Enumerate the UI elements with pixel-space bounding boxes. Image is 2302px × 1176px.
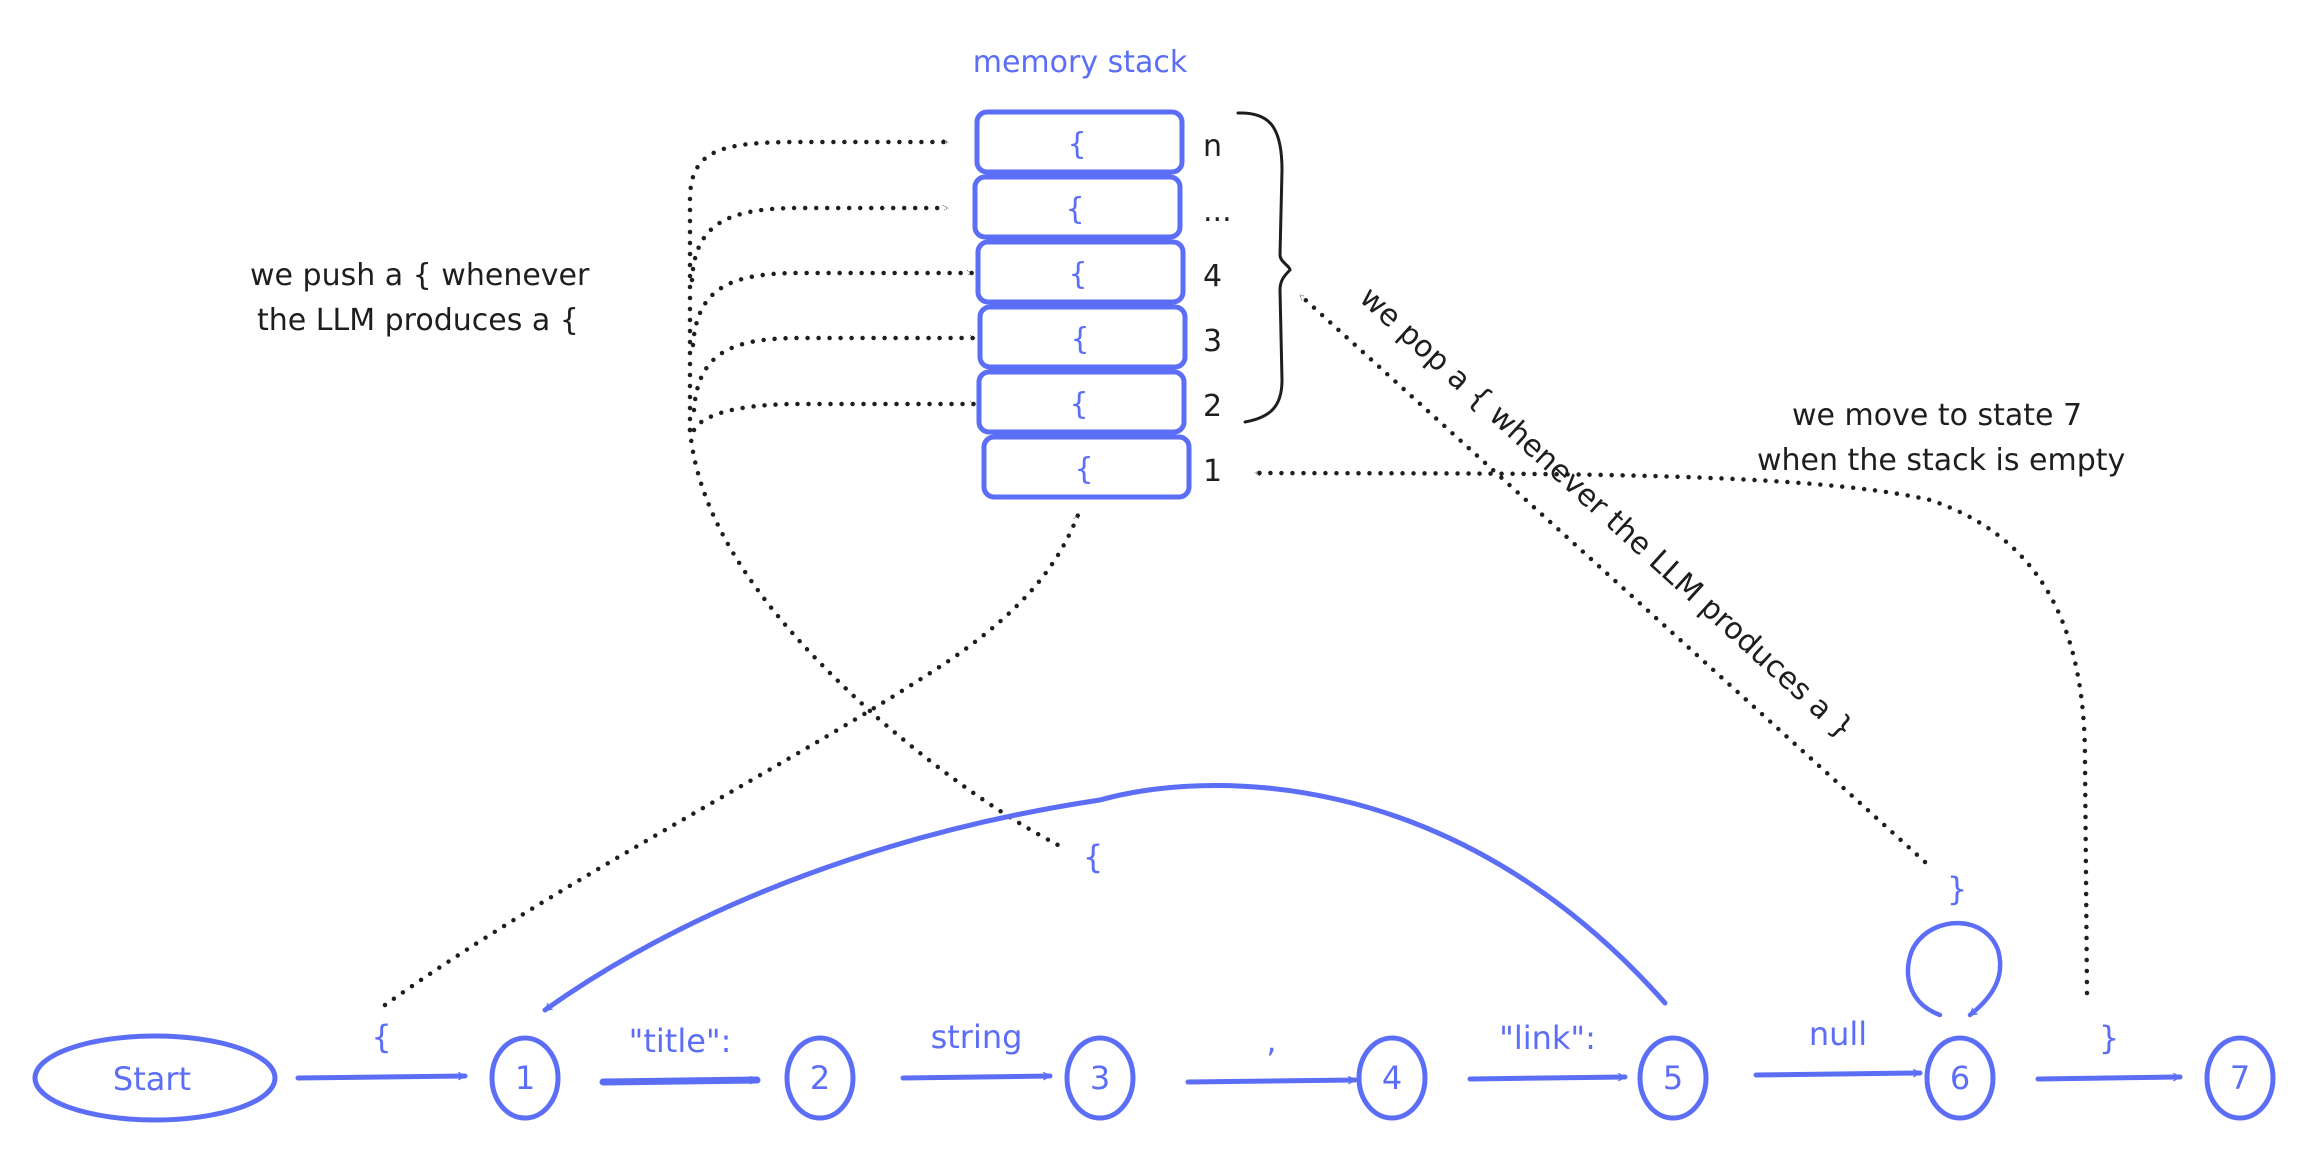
- state-label: 6: [1950, 1059, 1970, 1097]
- stack-slot: {...: [972, 174, 1232, 240]
- stack-slot: {3: [977, 304, 1222, 370]
- automaton: Start 1 2 3 4 5 6 7 { "title": string, "link": null…: [32, 1015, 2276, 1123]
- transition-arrow: [599, 1075, 761, 1086]
- transition-arrow: [295, 1071, 468, 1081]
- transition-arrow: [1753, 1068, 1923, 1078]
- state-label: 5: [1663, 1059, 1683, 1097]
- transition-2-to-3[interactable]: string: [900, 1018, 1053, 1081]
- state-3[interactable]: 3: [1064, 1035, 1136, 1121]
- empty-stack-arrow: [1252, 470, 2090, 996]
- transition-label: null: [1809, 1015, 1867, 1053]
- stack-slot: {2: [976, 369, 1222, 435]
- stack-slot-symbol: {: [1069, 387, 1088, 422]
- stack-slot-symbol: {: [1074, 452, 1093, 487]
- back-edge-label: {: [1083, 838, 1103, 876]
- transition-1-to-2[interactable]: "title":: [599, 1022, 761, 1086]
- transition-label: string: [931, 1018, 1023, 1056]
- stack-slot-symbol: {: [1065, 192, 1084, 227]
- push-arrow-ellipsis: [689, 205, 951, 283]
- empty-annotation-line1: we move to state 7: [1792, 398, 2082, 433]
- state-2[interactable]: 2: [784, 1035, 856, 1121]
- start-label: Start: [113, 1060, 191, 1098]
- transition-start-to-1[interactable]: {: [295, 1018, 468, 1081]
- stack-slot: {1: [981, 434, 1222, 500]
- state-circle: [489, 1035, 561, 1121]
- state-label: 2: [810, 1059, 830, 1097]
- self-loop-label: }: [1947, 870, 1967, 908]
- stack-slot-symbol: {: [1070, 322, 1089, 357]
- transition-label: "link":: [1499, 1019, 1596, 1057]
- stack-slot-index: n: [1203, 129, 1222, 164]
- push-arrow-n: [687, 139, 951, 433]
- state-label: 4: [1382, 1059, 1402, 1097]
- transition-label: ,: [1266, 1022, 1276, 1060]
- push-arrow-4: [690, 270, 975, 348]
- state-circle: [784, 1035, 856, 1121]
- state-circle: [1064, 1035, 1136, 1121]
- stack-slot: {n: [974, 109, 1222, 175]
- transition-label: {: [371, 1018, 391, 1056]
- state-1[interactable]: 1: [489, 1035, 561, 1121]
- state-6[interactable]: 6: [1924, 1035, 1996, 1121]
- stack-slot-index: 2: [1203, 389, 1222, 424]
- transition-label: }: [2099, 1019, 2119, 1057]
- state-circle: [1637, 1035, 1709, 1121]
- stack-slot-box: [972, 174, 1183, 240]
- push-arrow-2: [691, 401, 978, 433]
- state-label: 1: [515, 1059, 535, 1097]
- stack-slot-box: [975, 239, 1186, 305]
- transition-arrow: [1467, 1072, 1628, 1082]
- empty-annotation-line2: when the stack is empty: [1757, 443, 2125, 478]
- first-push-arrow: [382, 512, 1081, 1008]
- stack-slot-box: [981, 434, 1192, 500]
- stack-slot-symbol: {: [1068, 257, 1087, 292]
- transition-3-to-4[interactable]: ,: [1185, 1022, 1358, 1085]
- stack-slot-index: 1: [1203, 454, 1222, 489]
- transition-arrow: [1185, 1075, 1358, 1085]
- stack-slot-index: ...: [1203, 194, 1232, 229]
- stack-slot-symbol: {: [1067, 127, 1086, 162]
- stack-slot-index: 3: [1203, 324, 1222, 359]
- stack-slot-index: 4: [1203, 259, 1222, 294]
- state-circle: [1356, 1035, 1428, 1121]
- stack-brace: [1236, 111, 1292, 424]
- self-loop-6[interactable]: [1905, 920, 2003, 1018]
- state-4[interactable]: 4: [1356, 1035, 1428, 1121]
- state-label: 3: [1090, 1059, 1110, 1097]
- pop-annotation: we pop a { whenever the LLM produces a }: [1353, 280, 1861, 746]
- back-edge-5-to-1[interactable]: [542, 783, 1668, 1013]
- push-arrow-3: [691, 335, 978, 413]
- state-5[interactable]: 5: [1637, 1035, 1709, 1121]
- state-circle: [2204, 1035, 2276, 1121]
- state-start[interactable]: Start: [32, 1033, 278, 1123]
- state-circle: [1924, 1035, 1996, 1121]
- stack-slot: {4: [975, 239, 1222, 305]
- transition-5-to-6[interactable]: null: [1753, 1015, 1923, 1078]
- state-7[interactable]: 7: [2204, 1035, 2276, 1121]
- stack-slot-box: [977, 304, 1188, 370]
- stack-slot-box: [974, 109, 1185, 175]
- transition-arrow: [900, 1071, 1053, 1081]
- pop-arrow: [1297, 292, 1928, 865]
- state-label: 7: [2230, 1059, 2250, 1097]
- memory-stack: {n{...{4{3{2{1: [972, 109, 1232, 500]
- start-ellipse: [32, 1033, 278, 1123]
- push-annotation-line2: the LLM produces a {: [257, 303, 579, 338]
- stack-slot-box: [976, 369, 1187, 435]
- push-annotation-line1: we push a { whenever: [250, 258, 590, 293]
- transition-6-to-7[interactable]: }: [2035, 1019, 2183, 1082]
- transition-4-to-5[interactable]: "link":: [1467, 1019, 1628, 1082]
- stack-title: memory stack: [973, 45, 1188, 80]
- transition-label: "title":: [629, 1022, 732, 1060]
- push-source-line: [687, 427, 1061, 848]
- transition-arrow: [2035, 1072, 2183, 1082]
